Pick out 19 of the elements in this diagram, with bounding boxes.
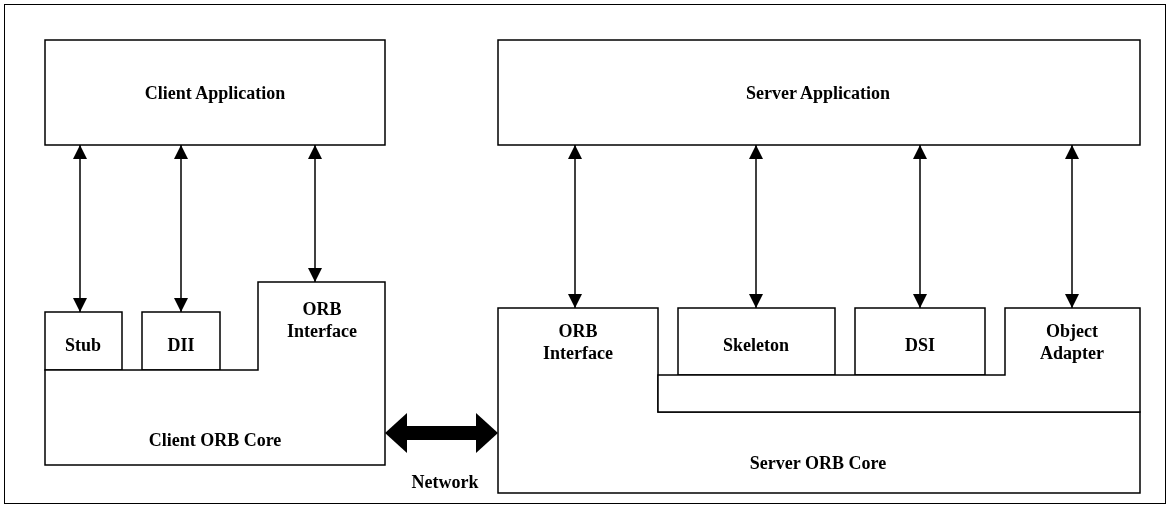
arrow xyxy=(73,144,87,313)
box-label: DII xyxy=(167,334,195,356)
box-label: DSI xyxy=(905,334,935,356)
box-label: Client ORB Core xyxy=(148,429,282,451)
box-label: Skeleton xyxy=(723,334,789,356)
box-label: Object Adapter xyxy=(1039,320,1105,364)
arrow xyxy=(308,144,322,283)
box-label: ORB Interface xyxy=(286,298,358,342)
box-label: Server Application xyxy=(745,82,891,104)
box-label: Stub xyxy=(65,334,101,356)
arrow xyxy=(749,144,763,309)
arrow xyxy=(913,144,927,309)
arrow xyxy=(1065,144,1079,309)
box-label: Client Application xyxy=(144,82,286,104)
arrow xyxy=(568,144,582,309)
box-label: Server ORB Core xyxy=(749,452,887,474)
arrow xyxy=(174,144,188,313)
network-arrow xyxy=(385,413,498,453)
box-label: ORB Interface xyxy=(542,320,614,364)
